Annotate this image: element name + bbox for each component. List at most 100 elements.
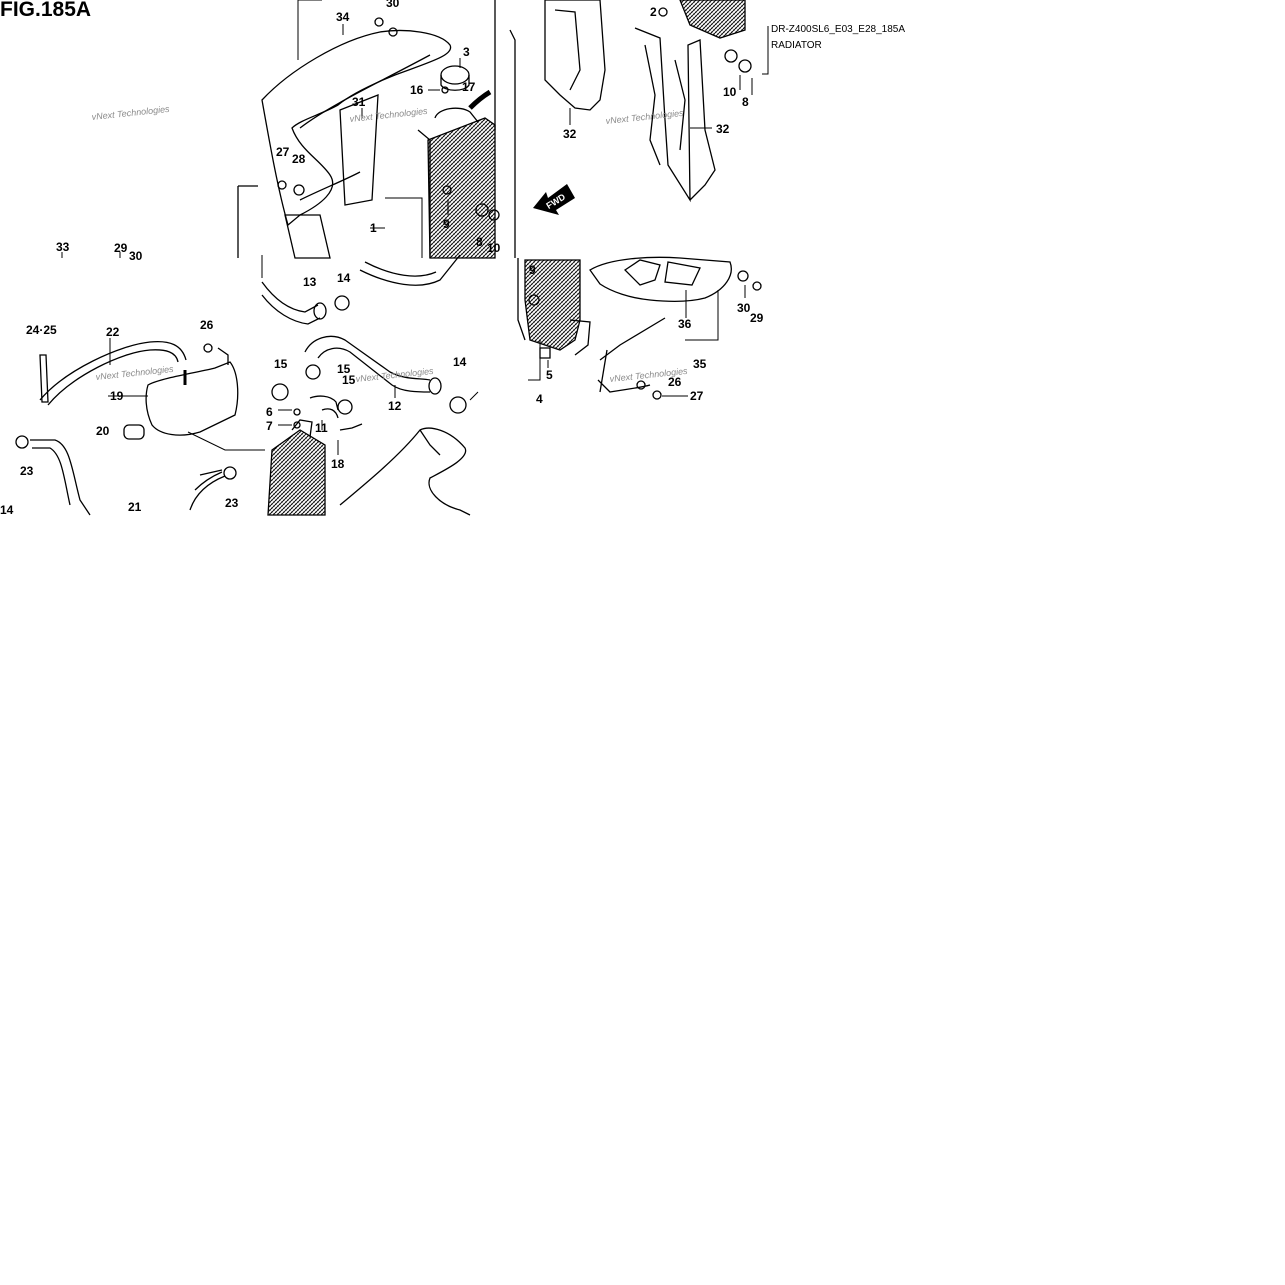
radiator-core-lower — [267, 429, 326, 516]
callout: 14 — [453, 355, 467, 369]
shroud-graphic-2 — [664, 261, 701, 286]
radiator-shroud-lower — [339, 427, 471, 516]
leader-14 — [469, 391, 479, 401]
hose-end-12 — [428, 377, 442, 395]
callout: 27 — [690, 389, 704, 403]
callout: 23 — [20, 464, 34, 478]
drain-hose — [30, 439, 91, 516]
radiator-hose-13 — [261, 281, 319, 313]
figure-code-block: DR-Z400SL6_E03_E28_185A RADIATOR — [771, 22, 905, 54]
callout: 33 — [56, 240, 70, 254]
callout: 8 — [476, 235, 483, 249]
callout: 1 — [370, 221, 377, 235]
callout: 30 — [386, 0, 400, 10]
lower-hose-21 — [189, 469, 226, 511]
code-bracket — [762, 26, 769, 75]
callout: 29 — [114, 241, 128, 255]
reserve-tank — [145, 361, 239, 436]
shroud-lower-arm — [599, 317, 666, 361]
callouts-lower-left: 24·25 22 26 19 20 23 14 21 23 13 14 15 1… — [0, 271, 467, 517]
clamp-15b-icon — [305, 364, 321, 380]
leader-1 — [385, 197, 423, 258]
drain-hose-inner — [32, 447, 71, 506]
callout: 15 — [274, 357, 288, 371]
hose-clamp-strip — [39, 354, 49, 403]
panel-edge — [509, 29, 516, 258]
collar-icon — [738, 59, 752, 73]
leader-33-29 — [61, 252, 121, 258]
callout: 6 — [266, 405, 273, 419]
radiator-core-lower-right — [524, 259, 581, 351]
callout: 31 — [352, 95, 366, 109]
callout: 13 — [303, 275, 317, 289]
core-side-left — [517, 258, 526, 341]
bolt-icon — [658, 7, 668, 17]
mount-plate — [284, 214, 331, 259]
callout: 12 — [388, 399, 402, 413]
watermarks: vNext Technologies vNext Technologies vN… — [91, 104, 688, 384]
core-bracket — [569, 319, 591, 356]
leader-34 — [297, 0, 322, 60]
clamp-14-icon — [334, 295, 350, 311]
fwd-arrow: FWD — [533, 184, 575, 215]
clamp-15-icon — [271, 383, 289, 401]
grommet-26-icon — [636, 380, 646, 390]
callout: 24·25 — [26, 323, 57, 337]
tank-bracket — [217, 347, 229, 365]
overflow-hose — [39, 340, 187, 401]
shroud-graphic-1 — [623, 259, 661, 286]
hose-11-inner — [321, 408, 339, 419]
callout: 18 — [331, 457, 345, 471]
callout: 30 — [129, 249, 143, 263]
callouts-upper-left: 34 30 3 16 17 31 27 28 1 9 8 10 33 29 30 — [56, 0, 501, 263]
callout: 10 — [487, 241, 501, 255]
clamp-14b-icon — [449, 396, 467, 414]
callout: 14 — [0, 503, 14, 517]
radiator-shroud-right — [589, 256, 732, 302]
callout: 20 — [96, 424, 110, 438]
callout: 32 — [563, 127, 577, 141]
callouts-upper-right: 2 10 8 32 32 — [563, 5, 749, 141]
panel-lower-left — [15, 255, 479, 516]
guard-inner — [554, 9, 581, 91]
bolt-29-icon — [752, 281, 762, 291]
leader-6-7 — [278, 409, 292, 426]
washer-30-icon — [737, 270, 749, 282]
leader-35 — [685, 290, 719, 341]
callout: 35 — [693, 357, 707, 371]
figure-name: RADIATOR — [771, 40, 822, 51]
callout: 15 — [337, 362, 351, 376]
shroud-lower-edge — [299, 171, 361, 201]
bolt-26-icon — [203, 343, 213, 353]
bolt-6-icon — [293, 408, 301, 416]
shroud-lower-inner — [419, 429, 441, 456]
bolt-icon — [277, 180, 287, 190]
collar-icon — [488, 209, 500, 221]
callout: 8 — [742, 95, 749, 109]
callout: 32 — [716, 122, 730, 136]
grommet-icon — [724, 49, 738, 63]
leader-19-a — [187, 431, 265, 451]
bolt-icon — [374, 17, 384, 27]
callout: 10 — [723, 85, 737, 99]
figure-title: FIG.185A — [0, 0, 92, 21]
callout: 19 — [110, 389, 124, 403]
clamp-23-icon — [15, 435, 29, 449]
callout: 14 — [337, 271, 351, 285]
callout: 26 — [200, 318, 214, 332]
grommet-icon — [293, 184, 305, 196]
hose-end-13 — [313, 302, 327, 320]
callout: 2 — [650, 5, 657, 19]
callout: 29 — [750, 311, 764, 325]
temp-sensor-18 — [339, 423, 363, 431]
callout: 11 — [315, 421, 328, 435]
callout: 27 — [276, 145, 290, 159]
callout: 4 — [536, 392, 543, 406]
radiator-hose-13-inner — [261, 294, 321, 325]
callout: 34 — [336, 10, 350, 24]
shroud-lower-arm-3 — [599, 349, 608, 393]
bracket-5-icon — [539, 347, 551, 359]
clamp-icon — [441, 86, 449, 94]
leader-10-8 — [739, 75, 753, 95]
